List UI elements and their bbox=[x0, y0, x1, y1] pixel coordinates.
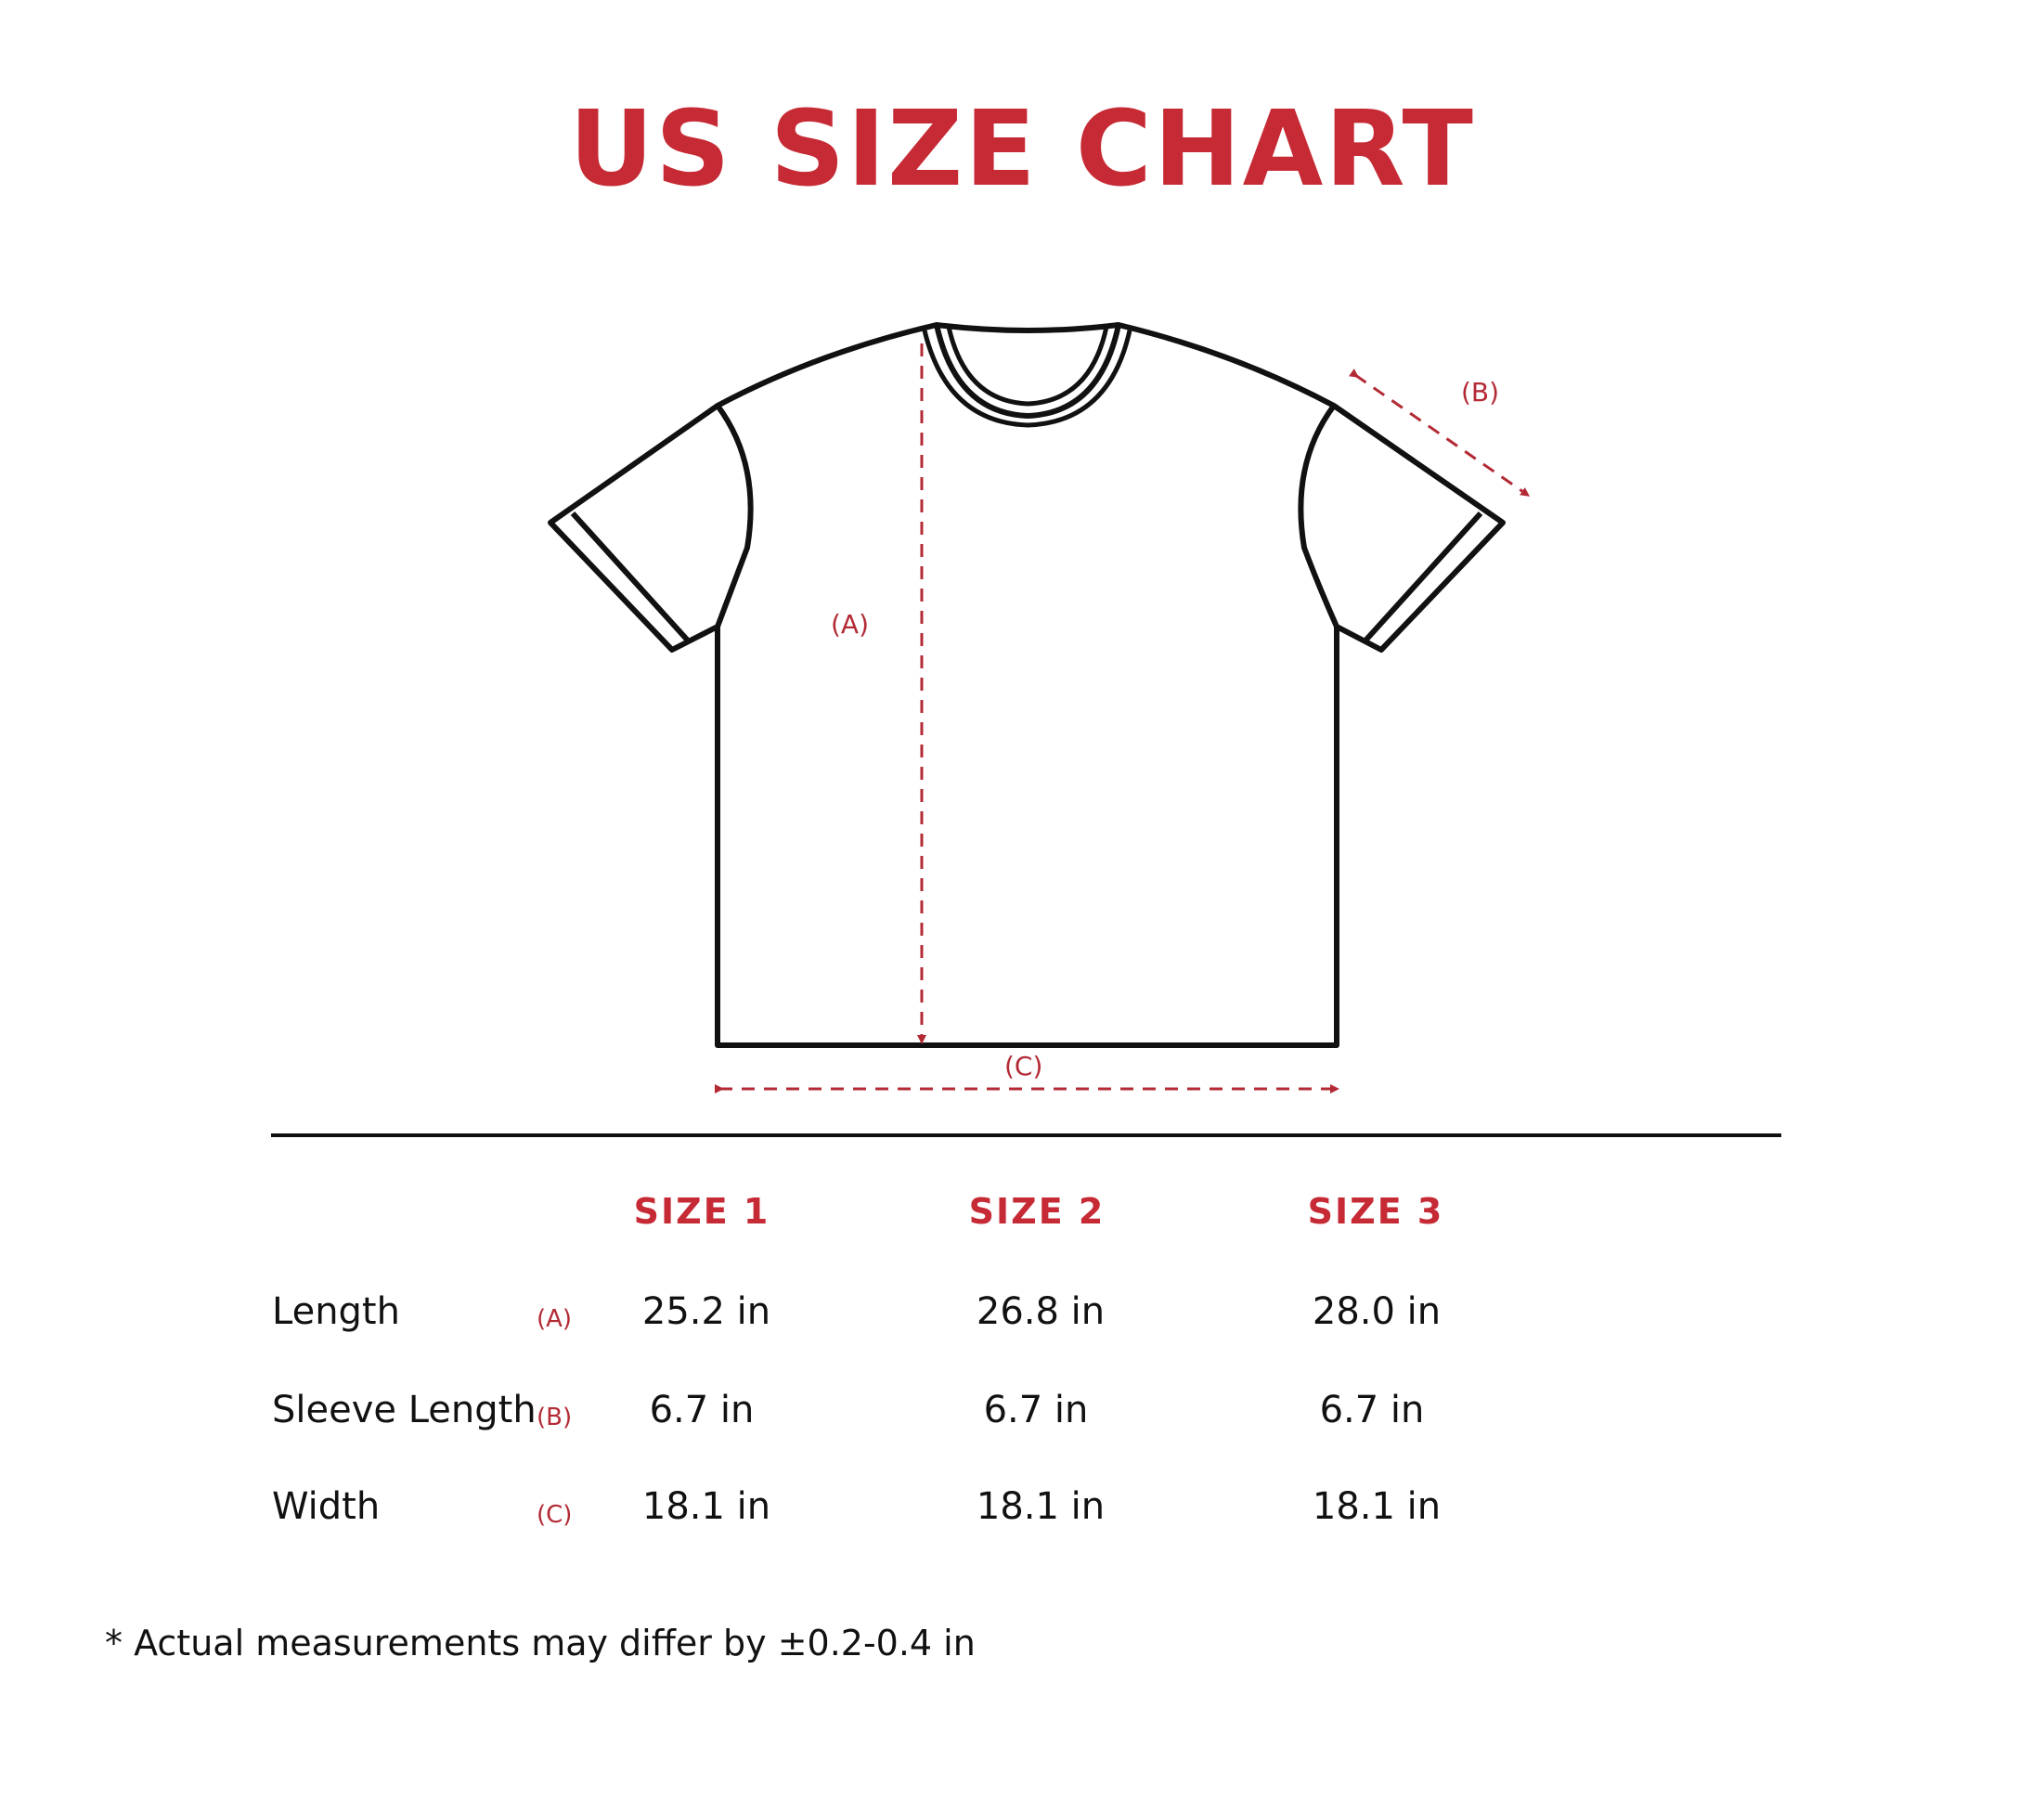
dimension-a-label: (A) bbox=[831, 609, 869, 640]
tshirt-outline bbox=[548, 322, 1506, 1048]
dimension-b-line bbox=[1349, 369, 1531, 497]
left-sleeve-seam bbox=[715, 404, 754, 628]
cell-sleeve-size-1: 6.7 in bbox=[649, 1389, 755, 1431]
cell-sleeve-size-3: 6.7 in bbox=[1319, 1389, 1425, 1431]
right-cuff-stripe bbox=[1363, 511, 1483, 643]
cell-length-size-3: 28.0 in bbox=[1312, 1290, 1442, 1333]
cell-sleeve-size-2: 6.7 in bbox=[983, 1389, 1089, 1431]
column-header-size-3: SIZE 3 bbox=[1307, 1191, 1444, 1232]
row-code-width: (C) bbox=[537, 1501, 573, 1529]
collar-outer bbox=[934, 324, 1121, 420]
cell-length-size-2: 26.8 in bbox=[976, 1290, 1106, 1333]
dimension-c-label: (C) bbox=[1004, 1051, 1042, 1081]
cell-width-size-1: 18.1 in bbox=[641, 1485, 771, 1528]
collar-inner bbox=[922, 330, 1132, 428]
page-title: US SIZE CHART bbox=[569, 89, 1475, 210]
row-label-width: Width bbox=[272, 1485, 381, 1528]
cell-width-size-2: 18.1 in bbox=[976, 1485, 1106, 1528]
row-code-length: (A) bbox=[537, 1305, 573, 1333]
row-label-sleeve-length: Sleeve Length bbox=[272, 1389, 537, 1431]
row-code-sleeve-length: (B) bbox=[537, 1404, 573, 1431]
section-divider bbox=[271, 1133, 1781, 1137]
row-label-length: Length bbox=[272, 1290, 400, 1333]
collar-inner-2 bbox=[946, 326, 1109, 407]
left-cuff-stripe bbox=[570, 511, 691, 643]
cell-length-size-1: 25.2 in bbox=[641, 1290, 771, 1333]
column-header-size-1: SIZE 1 bbox=[633, 1191, 770, 1232]
dimension-b-label: (B) bbox=[1461, 377, 1499, 408]
cell-width-size-3: 18.1 in bbox=[1312, 1485, 1442, 1528]
footnote: * Actual measurements may differ by ±0.2… bbox=[105, 1623, 976, 1663]
column-header-size-2: SIZE 2 bbox=[968, 1191, 1106, 1232]
right-sleeve-seam bbox=[1298, 404, 1339, 628]
